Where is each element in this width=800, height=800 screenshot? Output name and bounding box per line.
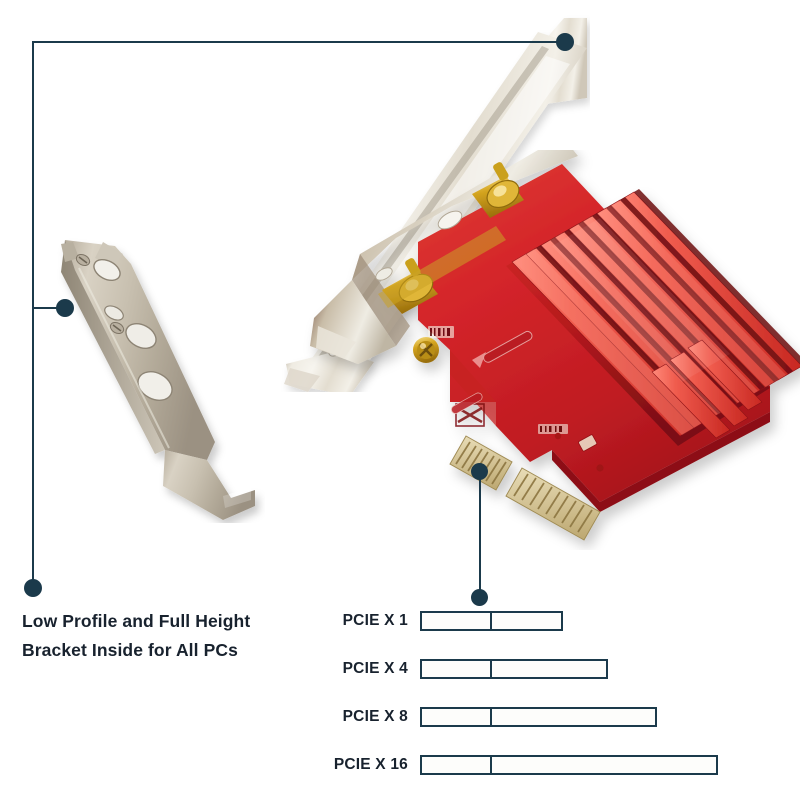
callout-vertical-line [32,42,34,589]
pcie-slot-segment-lanes [491,755,718,775]
pcie-legend-row: PCIE X 8 [0,700,800,734]
pcie-slot-segment-lanes [491,707,657,727]
caption-line-1: Low Profile and Full Height [22,611,251,631]
callout-dot-full-height-bracket [556,33,574,51]
caption-line-2: Bracket Inside for All PCs [22,640,238,660]
callout-top-horizontal-line [32,41,564,43]
callout-edge-connector-line [479,471,481,597]
low-profile-bracket [61,240,255,520]
pcie-slot-segment-lanes [491,611,563,631]
bracket-caption: Low Profile and Full Height Bracket Insi… [22,607,302,665]
pcie-legend-label: PCIE X 8 [342,708,408,725]
callout-low-profile-branch-line [32,307,64,309]
pcie-slot-segment-key [420,755,491,775]
pcie-slot-segment-key [420,707,491,727]
pcie-card [310,150,800,541]
pcie-slot-segment-key [420,611,491,631]
callout-dot-edge-connector-top [471,463,488,480]
full-height-bracket [284,18,587,392]
pcie-slot-bar [420,707,657,727]
pcie-legend-label: PCIE X 16 [333,756,408,773]
pcie-slot-bar [420,755,718,775]
pcie-legend-row: PCIE X 4 [0,652,800,686]
callout-dot-low-profile-bracket [56,299,74,317]
pcie-slot-bar [420,659,608,679]
pcie-slot-segment-lanes [491,659,608,679]
pcie-slot-bar [420,611,563,631]
pcie-legend-label: PCIE X 1 [342,612,408,629]
pcie-legend-row: PCIE X 1 [0,604,800,638]
callout-dot-caption [24,579,42,597]
pcie-legend-row: PCIE X 16 [0,748,800,782]
pcie-legend-label: PCIE X 4 [342,660,408,677]
callout-dot-edge-connector-bottom [471,589,488,606]
pcie-slot-segment-key [420,659,491,679]
